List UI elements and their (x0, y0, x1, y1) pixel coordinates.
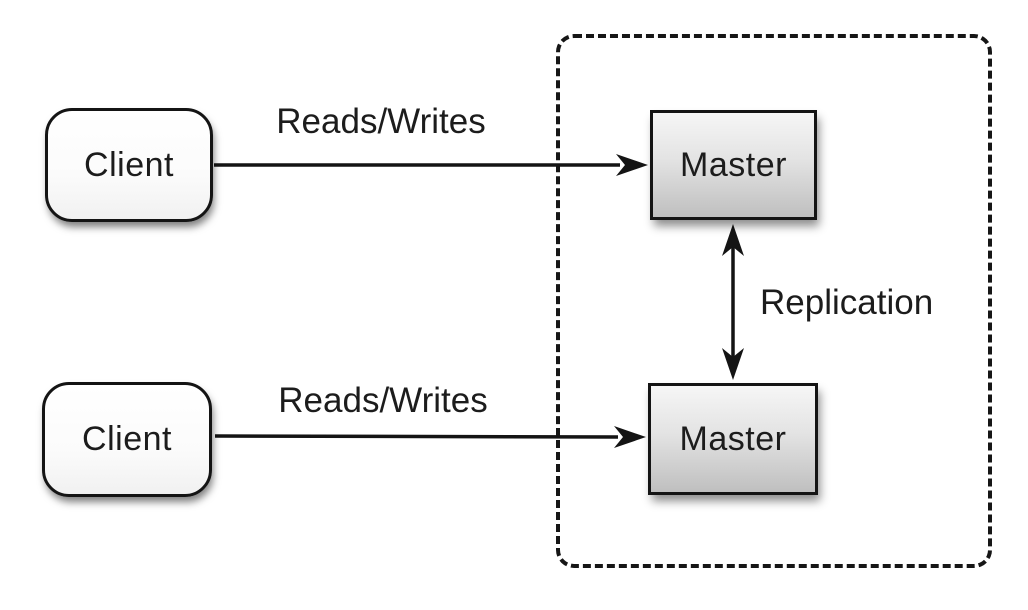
client-bottom-label: Client (82, 420, 172, 458)
master-bottom-label: Master (679, 419, 787, 458)
master-bottom-node: Master (648, 383, 818, 495)
master-top-node: Master (650, 110, 817, 220)
reads-writes-bottom-label: Reads/Writes (278, 381, 488, 420)
client-top-label: Client (84, 145, 174, 184)
replication-zone-border (556, 34, 992, 568)
client-top-node: Client (45, 108, 213, 222)
reads-writes-top-label: Reads/Writes (276, 102, 486, 141)
replication-label: Replication (760, 283, 934, 322)
client-bottom-node: Client (42, 382, 212, 497)
master-top-label: Master (680, 145, 787, 184)
